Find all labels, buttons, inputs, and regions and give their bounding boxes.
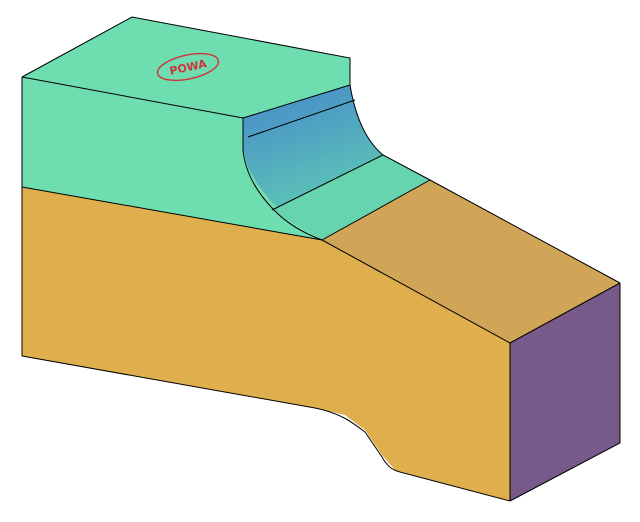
top-face — [22, 17, 350, 240]
end-face — [510, 283, 620, 501]
fillet-slope-strip — [272, 155, 430, 240]
ramp-top-face — [322, 180, 620, 343]
model-edges — [21, 16, 621, 502]
front-face — [22, 187, 510, 501]
